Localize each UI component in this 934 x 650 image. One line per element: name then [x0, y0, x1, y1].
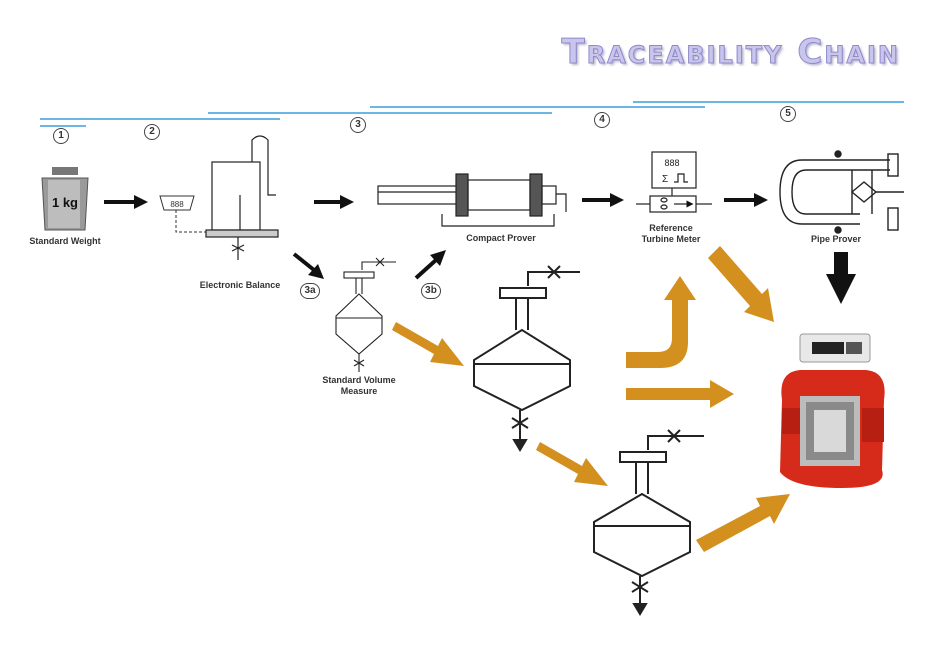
step-2: 2 — [144, 124, 160, 140]
label-reference-line2: Turbine Meter — [641, 234, 701, 244]
weight-value: 1 kg — [52, 195, 78, 210]
orange-arrow-5 — [536, 442, 608, 486]
label-compact-prover: Compact Prover — [466, 233, 536, 243]
orange-arrow-1 — [392, 322, 464, 366]
orange-arrow-6 — [696, 494, 790, 552]
step-3a: 3a — [300, 283, 320, 299]
display-icon: 888 — [159, 195, 208, 233]
step-4: 4 — [594, 112, 610, 128]
orange-arrows — [392, 246, 790, 552]
black-arrows — [104, 193, 856, 304]
label-electronic-balance: Electronic Balance — [199, 280, 281, 290]
orange-arrow-4 — [708, 246, 774, 322]
display-digits: 888 — [170, 200, 184, 209]
label-reference-line1: Reference — [649, 223, 693, 233]
orange-arrow-3 — [626, 380, 734, 408]
weight-icon: 1 kg — [41, 167, 89, 231]
label-svm-line2: Measure — [340, 386, 378, 396]
turbine-meter-icon: 888 Σ — [636, 151, 712, 213]
step-3: 3 — [350, 117, 366, 133]
step-lines — [40, 101, 904, 127]
volume-measure-lower-icon — [593, 429, 704, 616]
turbine-display-digits: 888 — [664, 158, 679, 168]
pipe-prover-icon — [779, 150, 904, 234]
page-title: Traceability Chain — [561, 32, 900, 73]
volume-measure-large-icon — [473, 265, 580, 452]
label-svm-line1: Standard Volume — [322, 375, 396, 385]
arrow-5-down — [834, 252, 848, 276]
label-standard-weight: Standard Weight — [29, 236, 101, 246]
label-standard-volume-measure: Standard Volume Measure — [314, 375, 404, 397]
balance-icon — [205, 135, 279, 260]
label-pipe-prover: Pipe Prover — [810, 234, 862, 244]
orange-arrow-2 — [626, 276, 696, 368]
volume-measure-icon — [335, 257, 396, 372]
step-5: 5 — [780, 106, 796, 122]
svg-text:Σ: Σ — [662, 174, 668, 185]
step-3b: 3b — [421, 283, 441, 299]
compact-prover-icon — [377, 173, 567, 227]
step-1: 1 — [53, 128, 69, 144]
label-reference-turbine-meter: Reference Turbine Meter — [628, 223, 714, 245]
arrow-3b — [414, 258, 438, 280]
arrow-3a — [292, 252, 316, 272]
flow-meter-photo — [780, 333, 885, 488]
